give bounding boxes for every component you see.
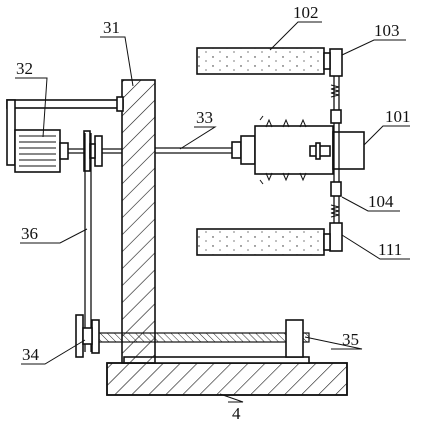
- upper-roller: [196, 47, 331, 75]
- lower-guide: [329, 181, 343, 252]
- screw-nut-block: [285, 319, 304, 358]
- drive-belt: [84, 133, 92, 352]
- label-4: 4: [232, 404, 241, 423]
- label-34: 34: [22, 345, 40, 364]
- leader-lines: [15, 21, 410, 403]
- label-31: 31: [103, 18, 120, 37]
- rotating-hub: [254, 125, 334, 175]
- mount-block: [332, 131, 365, 170]
- label-35: 35: [342, 330, 359, 349]
- base-plate: [106, 362, 348, 396]
- label-33: 33: [196, 108, 213, 127]
- vertical-column: [121, 79, 156, 364]
- label-32: 32: [16, 59, 33, 78]
- upper-pulley: [83, 130, 103, 172]
- lower-pulley: [75, 314, 100, 358]
- label-102: 102: [293, 3, 319, 22]
- lower-roller: [196, 228, 331, 256]
- label-36: 36: [21, 224, 38, 243]
- coupling: [231, 135, 256, 165]
- label-104: 104: [368, 192, 394, 211]
- motor: [14, 129, 69, 173]
- label-101: 101: [385, 107, 411, 126]
- label-103: 103: [374, 21, 400, 40]
- label-111: 111: [378, 240, 402, 259]
- hub-claws: [259, 115, 307, 185]
- upper-guide: [329, 48, 343, 124]
- output-shaft: [155, 147, 232, 154]
